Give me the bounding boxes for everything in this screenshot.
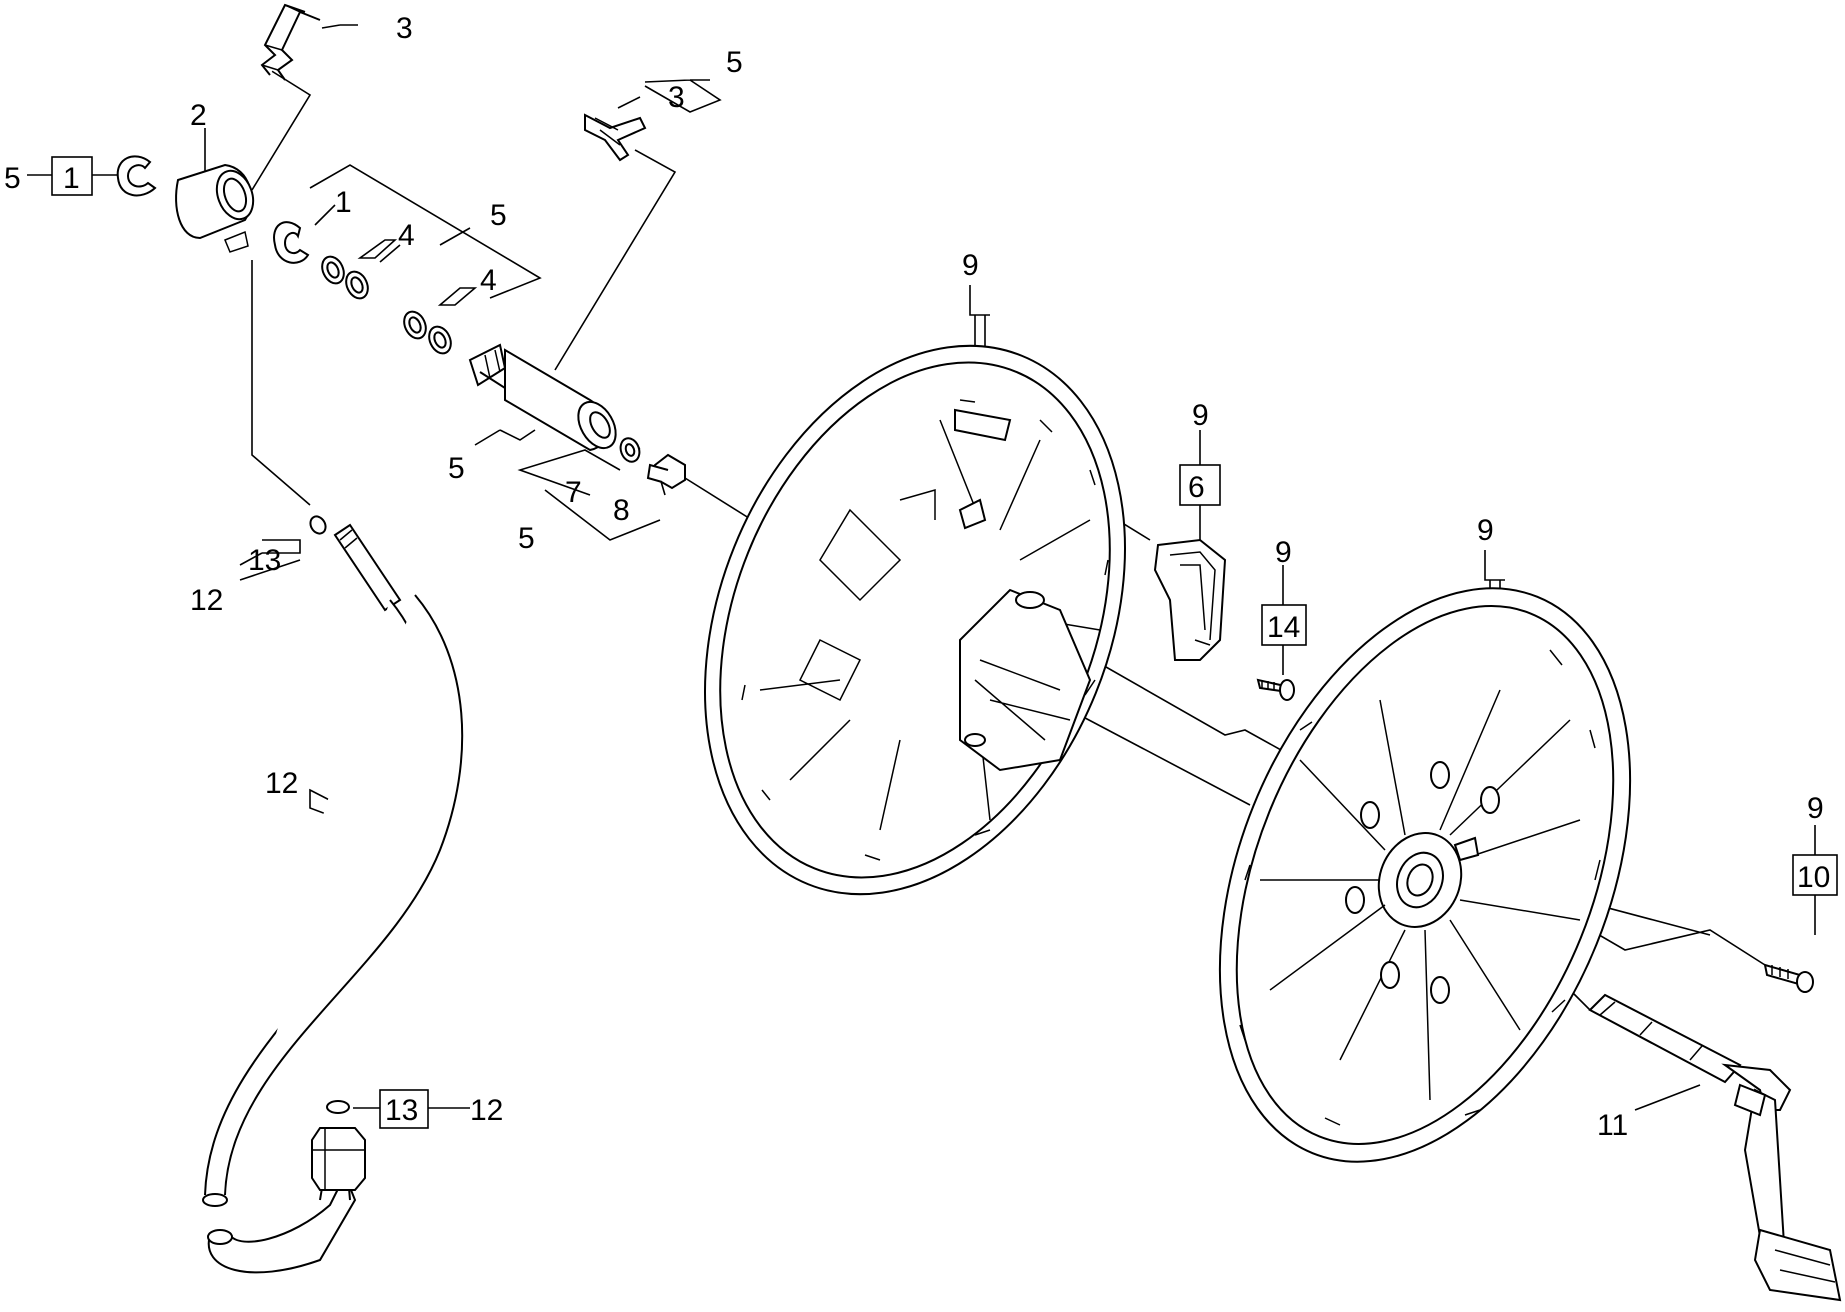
circlip-left [116, 155, 157, 197]
callout-9-d: 9 [1477, 514, 1494, 547]
o-ring-7 [619, 437, 641, 463]
callout-12-lower: 12 [470, 1094, 503, 1127]
swivel-sleeve [175, 163, 255, 253]
callout-13-upper: 13 [248, 544, 281, 577]
callout-12-mid: 12 [265, 767, 298, 800]
reel-side-right [1218, 587, 1632, 1163]
callout-3-upper: 3 [668, 81, 685, 114]
o-ring-13-upper [309, 515, 327, 535]
callout-9-c: 9 [1275, 536, 1292, 569]
callout-9-a: 9 [962, 249, 979, 282]
hose-coupling [468, 343, 617, 452]
callout-8: 8 [613, 494, 630, 527]
washers-lower [403, 310, 452, 355]
callout-10: 10 [1797, 861, 1830, 894]
screw-14 [1256, 678, 1295, 701]
hose-nut-fitting [311, 1100, 366, 1191]
callout-6: 6 [1188, 471, 1205, 504]
callout-9-e: 9 [1807, 792, 1824, 825]
callout-5-bottom: 5 [518, 522, 535, 555]
callout-labels: 3 2 5 1 1 5 4 4 5 3 5 7 8 5 13 12 12 13 … [4, 12, 1830, 1142]
holder-6 [1153, 538, 1227, 661]
callout-5-left: 5 [4, 162, 21, 195]
callout-7: 7 [565, 476, 582, 509]
circlip-right [273, 221, 310, 264]
box-14 [1261, 604, 1307, 646]
hose-12 [202, 523, 464, 1274]
washers-upper [321, 255, 369, 300]
parts [116, 3, 1842, 1302]
callout-4-a: 4 [398, 219, 415, 252]
callout-12-upper: 12 [190, 584, 223, 617]
spring-clip-upper [584, 113, 647, 162]
callout-4-b: 4 [480, 264, 497, 297]
reel-side-left [704, 344, 1126, 896]
callout-13-lower: 13 [385, 1094, 418, 1127]
callout-2: 2 [190, 99, 207, 132]
crank-handle-11 [1588, 993, 1842, 1302]
callout-1-box: 1 [63, 162, 80, 195]
callout-11: 11 [1597, 1109, 1628, 1142]
callout-3-top: 3 [396, 12, 413, 45]
spring-clip-top [260, 3, 321, 81]
box-10 [1792, 854, 1838, 896]
callout-boxes [51, 156, 1838, 1129]
box-13-lower [379, 1089, 429, 1129]
callout-1: 1 [335, 186, 352, 219]
box-6 [1179, 464, 1221, 506]
screw-10 [1763, 963, 1814, 993]
callout-5-lower: 5 [448, 452, 465, 485]
callout-9-b: 9 [1192, 399, 1209, 432]
callout-14: 14 [1267, 611, 1300, 644]
callout-5-upper: 5 [726, 46, 743, 79]
plug-screw-8 [646, 453, 686, 490]
callout-5-mid: 5 [490, 199, 507, 232]
box-1 [51, 156, 93, 196]
